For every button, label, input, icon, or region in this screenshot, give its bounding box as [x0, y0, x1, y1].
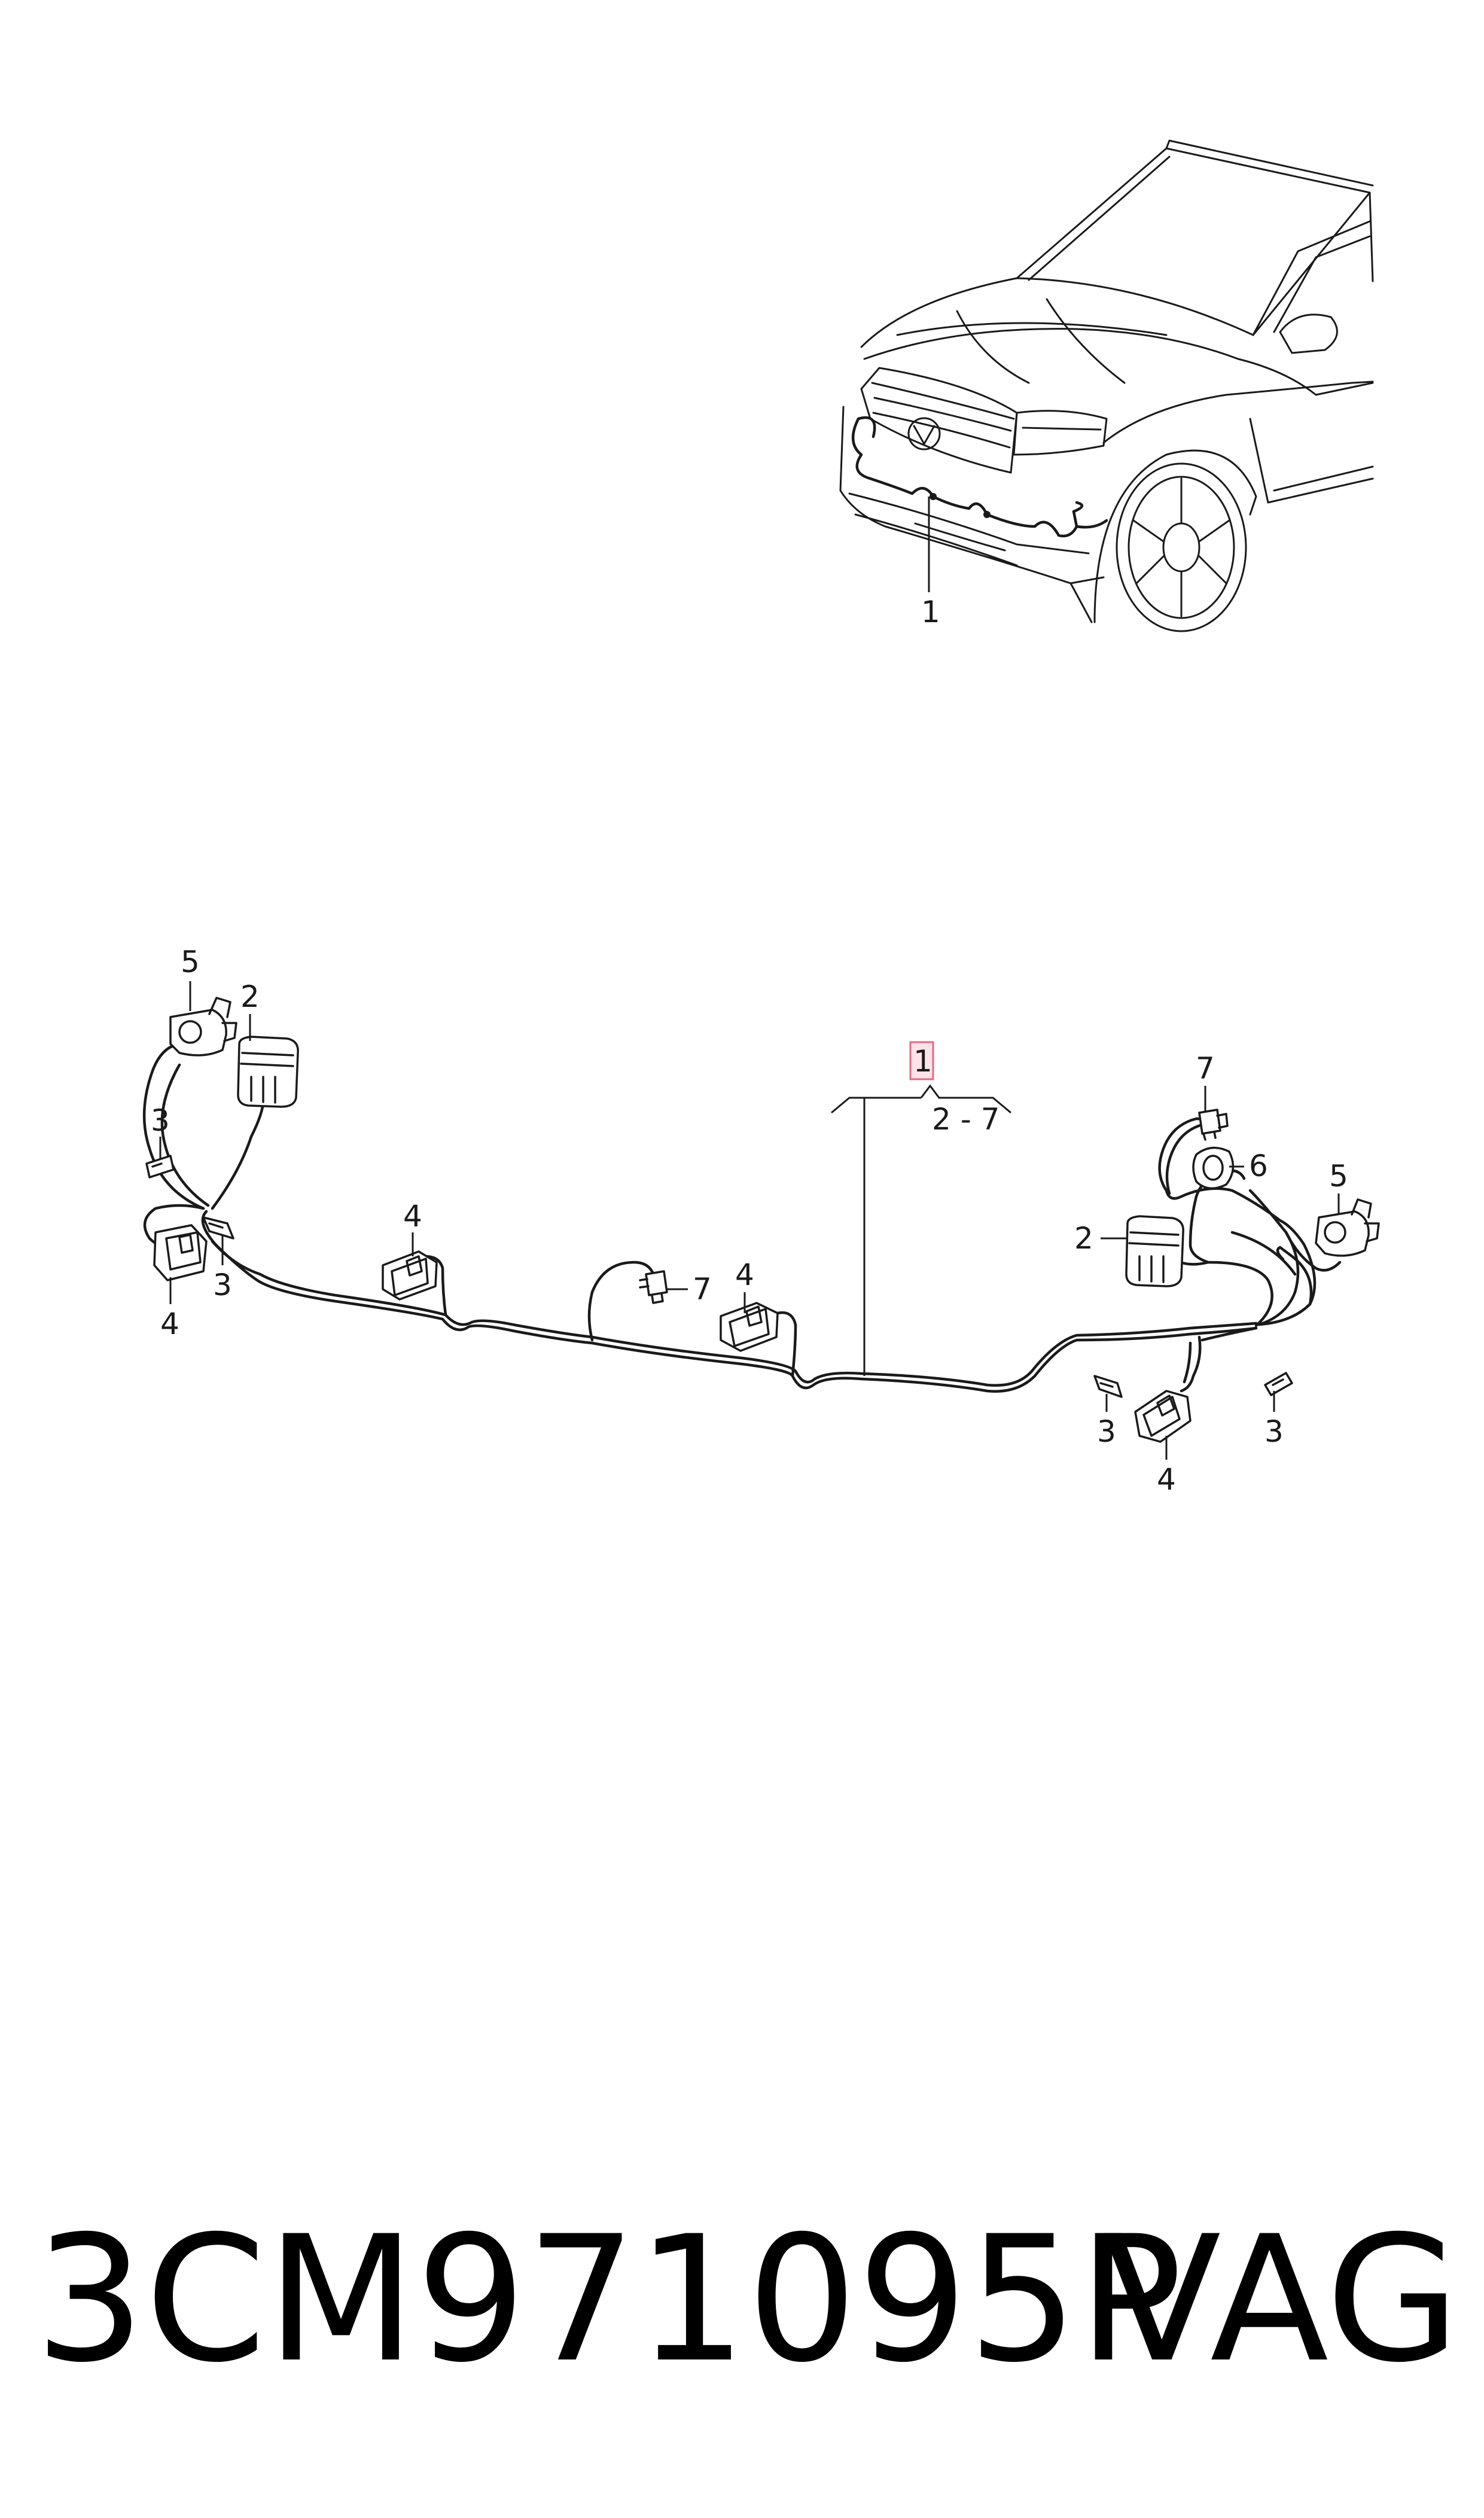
sensor-housing-mid-left	[382, 1250, 438, 1301]
callout-group-range: 2 - 7	[932, 1102, 1000, 1137]
plug-mid	[639, 1270, 668, 1304]
callout-right-bracket-3a: 3	[1097, 1414, 1116, 1449]
part-number: 3CM971095P	[35, 2199, 1183, 2401]
sensor-housing-left-low	[153, 1224, 208, 1281]
callout-left-sensor-4: 4	[160, 1307, 179, 1341]
callout-left-bracket-3a: 3	[151, 1103, 170, 1138]
callout-group-1: 1	[913, 1044, 933, 1079]
sensor-housing-mid-right	[720, 1302, 779, 1352]
callout-mid-sensor-4-right: 4	[735, 1258, 754, 1292]
callout-left-bracket-3b: 3	[213, 1268, 232, 1302]
connector-left	[237, 1036, 299, 1108]
bracket-left-b	[202, 1216, 234, 1240]
bracket-left-a	[145, 1155, 175, 1179]
harness-detail: 1 2 - 7 5 2 3 3 4 4 7 4 7 6 5 2 3 3 4	[142, 945, 1380, 1497]
grommet-right	[1192, 1146, 1235, 1190]
callout-right-grommet-6: 6	[1249, 1149, 1268, 1183]
bracket-right-b	[1264, 1372, 1293, 1396]
connector-right	[1125, 1215, 1184, 1287]
callout-right-connector-2: 2	[1074, 1221, 1093, 1256]
callout-left-connector-2: 2	[240, 979, 260, 1014]
brand-name: VAG	[1102, 2199, 1460, 2401]
callout-right-clip-5: 5	[1329, 1159, 1348, 1193]
clip-connector-right	[1315, 1198, 1380, 1257]
callout-overview-harness: 1	[921, 595, 940, 629]
callout-mid-plug-7: 7	[693, 1272, 712, 1307]
callout-right-plug-7: 7	[1196, 1051, 1215, 1086]
car-overview: 1	[839, 139, 1374, 632]
sensor-housing-right-low	[1134, 1390, 1192, 1443]
callout-mid-sensor-4-left: 4	[403, 1199, 422, 1234]
callout-left-clip-5: 5	[181, 945, 200, 979]
plug-right	[1198, 1109, 1229, 1141]
callout-right-bracket-3b: 3	[1264, 1414, 1284, 1449]
callout-right-sensor-4: 4	[1157, 1462, 1176, 1497]
bracket-right-a	[1093, 1375, 1123, 1398]
clip-connector-left	[169, 997, 237, 1056]
highlight-box	[909, 1041, 934, 1080]
